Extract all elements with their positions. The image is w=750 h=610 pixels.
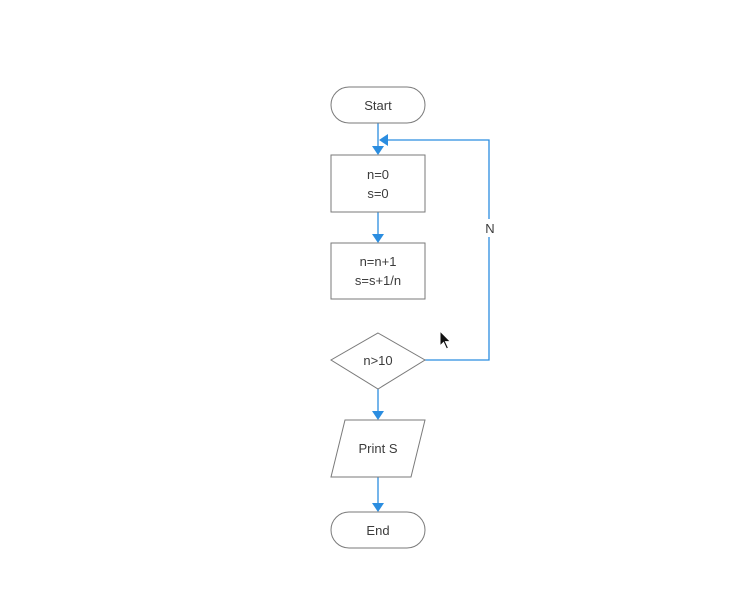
arrowhead-decision-to-output <box>372 411 384 420</box>
decision-label: n>10 <box>363 353 392 368</box>
init-process-node[interactable]: n=0 s=0 <box>330 154 426 213</box>
update-process-line2: s=s+1/n <box>355 273 401 288</box>
end-node-label: End <box>366 523 389 538</box>
arrowhead-output-to-end <box>372 503 384 512</box>
update-process-shape <box>330 242 426 300</box>
decision-node[interactable]: n>10 <box>330 332 426 390</box>
arrowhead-start-to-init <box>372 146 384 155</box>
start-node[interactable]: Start <box>330 86 426 124</box>
edge-loop-back-n <box>387 139 490 361</box>
decision-shape <box>330 332 426 390</box>
init-process-line1: n=0 <box>367 167 389 182</box>
end-node[interactable]: End <box>330 511 426 549</box>
output-shape <box>330 419 426 478</box>
start-node-shape <box>330 86 426 124</box>
output-label: Print S <box>358 441 397 456</box>
output-node[interactable]: Print S <box>330 419 426 478</box>
end-node-shape <box>330 511 426 549</box>
flowchart-nodes: Start n=0 s=0 n=n+1 s=s+1/n n>10 Print S… <box>330 86 426 549</box>
loop-back-label: N <box>485 221 494 236</box>
mouse-pointer-icon <box>439 329 452 350</box>
init-process-shape <box>330 154 426 213</box>
init-process-line2: s=0 <box>367 186 388 201</box>
loop-back-label-bg <box>482 219 496 237</box>
arrowhead-init-to-update <box>372 234 384 243</box>
update-process-line1: n=n+1 <box>360 254 397 269</box>
start-node-label: Start <box>364 98 392 113</box>
update-process-node[interactable]: n=n+1 s=s+1/n <box>330 242 426 300</box>
arrowhead-loop-back-n <box>379 134 388 146</box>
flowchart-edges: N <box>372 123 496 512</box>
